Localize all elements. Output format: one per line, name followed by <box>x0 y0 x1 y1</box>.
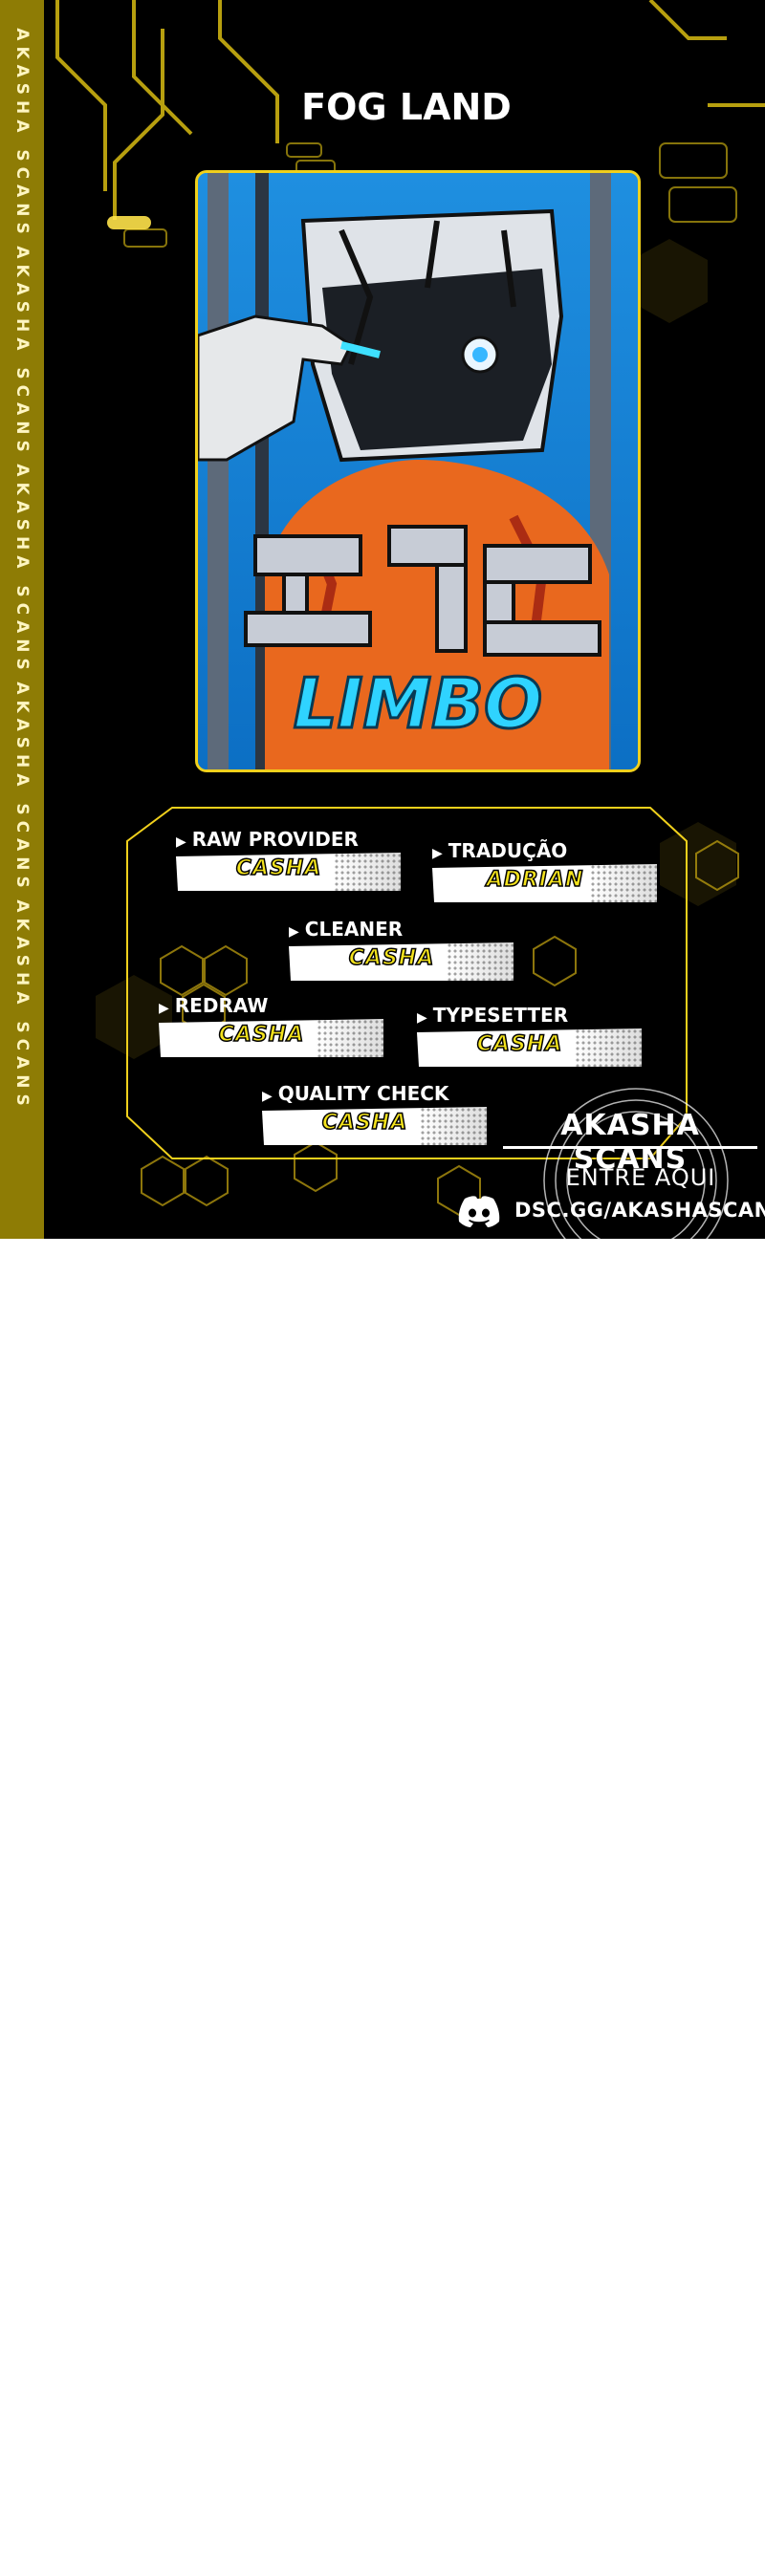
cover-art: LIMBO <box>195 170 641 772</box>
credits-banner: AKASHA SCANS AKASHA SCANS AKASHA SCANS A… <box>0 0 765 1239</box>
credit-role-label: TYPESETTER <box>417 1004 568 1027</box>
credit-name: CASHA <box>218 1022 305 1048</box>
credit-name: ADRIAN <box>486 867 584 893</box>
side-strip-label: AKASHA SCANS <box>12 464 32 676</box>
call-to-action: ENTRE AQUI <box>565 1164 716 1191</box>
credit-name-card: CASHA <box>159 1019 383 1057</box>
cover-illustration: LIMBO <box>198 173 638 769</box>
credit-role-label: REDRAW <box>159 994 269 1017</box>
circuit-background <box>55 0 765 1239</box>
credit-name: CASHA <box>476 1031 563 1057</box>
credit-name: CASHA <box>235 855 322 881</box>
side-strip-label: AKASHA SCANS <box>12 28 32 240</box>
credit-role-label: RAW PROVIDER <box>176 828 359 851</box>
series-title: FOG LAND <box>301 86 512 128</box>
credit-name-card: ADRIAN <box>432 864 657 902</box>
brand-divider <box>503 1146 757 1149</box>
credit-role-label: CLEANER <box>289 918 403 941</box>
side-strip-label: AKASHA SCANS <box>12 682 32 894</box>
credit-name-card: CASHA <box>176 853 401 891</box>
side-strip: AKASHA SCANS AKASHA SCANS AKASHA SCANS A… <box>0 0 44 1239</box>
side-strip-label: AKASHA SCANS <box>12 899 32 1112</box>
credit-role-label: QUALITY CHECK <box>262 1082 449 1105</box>
credit-role-label: TRADUÇÃO <box>432 839 568 862</box>
credit-name-card: CASHA <box>289 942 514 981</box>
discord-link[interactable]: DSC.GG/AKASHASCAN <box>453 1191 765 1233</box>
cover-subtitle: LIMBO <box>294 663 542 744</box>
discord-icon <box>458 1196 500 1227</box>
credit-name-card: CASHA <box>262 1107 487 1145</box>
discord-url[interactable]: DSC.GG/AKASHASCAN <box>514 1199 765 1222</box>
credit-name: CASHA <box>348 945 435 971</box>
side-strip-label: AKASHA SCANS <box>12 246 32 458</box>
credit-name: CASHA <box>321 1110 408 1136</box>
credit-name-card: CASHA <box>417 1028 642 1067</box>
